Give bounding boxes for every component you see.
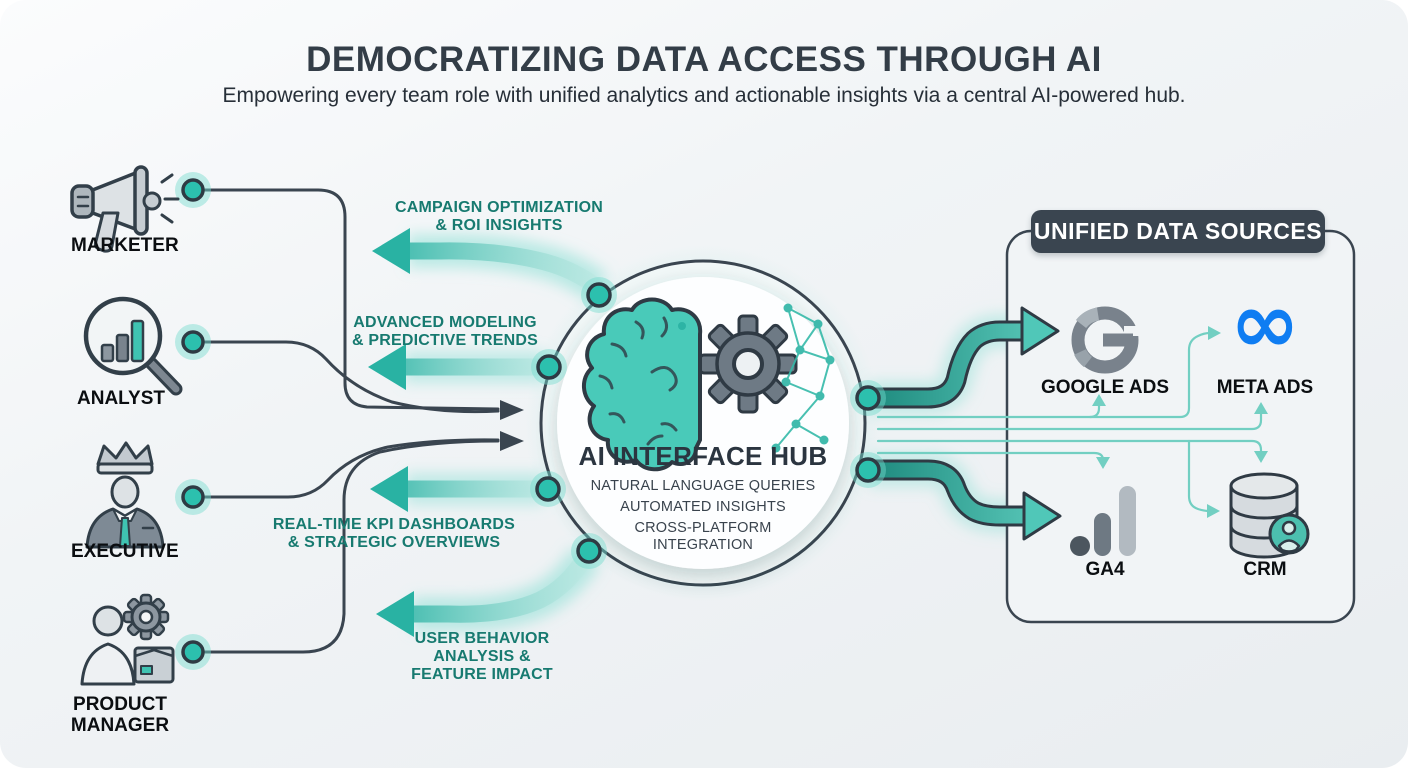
connection-nodes bbox=[175, 172, 886, 670]
hub-to-sources-big-arrows bbox=[858, 306, 1062, 541]
hub-feature-insights: AUTOMATED INSIGHTS bbox=[620, 499, 786, 515]
kpi-arrow-head bbox=[370, 466, 408, 512]
insight-label-behavior: USER BEHAVIOR ANALYSIS & FEATURE IMPACT bbox=[411, 630, 553, 683]
behavior-arrow-head bbox=[376, 591, 414, 637]
hub-node-left-lower bbox=[535, 476, 561, 502]
hub-node-bottom-left bbox=[576, 538, 602, 564]
meta-infinity-icon: ∞ bbox=[1230, 274, 1300, 372]
hub-node-right-lower bbox=[855, 457, 881, 483]
hub-node-left-upper bbox=[536, 354, 562, 380]
network-mesh bbox=[771, 303, 835, 453]
page-title: DEMOCRATIZING DATA ACCESS THROUGH AI bbox=[306, 40, 1102, 79]
person-gear-box-icon bbox=[80, 593, 175, 686]
google-g-icon bbox=[1071, 306, 1144, 374]
person-crown-icon bbox=[85, 441, 165, 549]
thin-line-arrowheads bbox=[1092, 326, 1268, 518]
campaign-arrow-head bbox=[372, 228, 410, 274]
source-label-crm: CRM bbox=[1243, 559, 1287, 580]
insight-label-kpi: REAL-TIME KPI DASHBOARDS & STRATEGIC OVE… bbox=[272, 516, 516, 551]
database-person-icon bbox=[1229, 472, 1310, 559]
insight-arrows bbox=[368, 228, 604, 637]
campaign-arrow-shaft bbox=[408, 242, 604, 295]
hub-node-right-upper bbox=[855, 385, 881, 411]
product-manager-connector bbox=[199, 439, 500, 654]
analyst-connector bbox=[199, 340, 500, 414]
role-label-analyst: ANALYST bbox=[77, 388, 165, 409]
marketer-node bbox=[181, 178, 205, 202]
hub-node-top-left bbox=[586, 282, 612, 308]
role-label-marketer: MARKETER bbox=[71, 235, 179, 256]
brain-half bbox=[582, 297, 703, 472]
role-connector-arrowheads bbox=[500, 400, 524, 451]
google-ads-arrow-head bbox=[1020, 306, 1060, 356]
hub-feature-integration: CROSS-PLATFORM INTEGRATION bbox=[634, 520, 772, 553]
gear-half bbox=[698, 314, 798, 414]
insight-label-campaign: CAMPAIGN OPTIMIZATION & ROI INSIGHTS bbox=[394, 199, 604, 234]
megaphone-icon bbox=[70, 165, 180, 253]
brain-gear-icon bbox=[582, 297, 835, 472]
source-label-google-ads: GOOGLE ADS bbox=[1040, 377, 1170, 398]
insight-label-modeling: ADVANCED MODELING & PREDICTIVE TRENDS bbox=[351, 314, 539, 349]
product-manager-node bbox=[181, 640, 205, 664]
ga4-arrow-head bbox=[1022, 491, 1062, 541]
behavior-arrow-shaft bbox=[412, 551, 594, 623]
modeling-arrow-head bbox=[368, 344, 406, 390]
sources-panel-title: UNIFIED DATA SOURCES bbox=[1031, 210, 1325, 253]
hub-title: AI INTERFACE HUB bbox=[578, 441, 828, 471]
ga4-bars-icon bbox=[1070, 486, 1136, 556]
source-label-meta-ads: META ADS bbox=[1216, 377, 1314, 398]
executive-connector bbox=[199, 438, 500, 499]
marketer-connector bbox=[199, 188, 500, 411]
executive-node bbox=[181, 485, 205, 509]
role-label-executive: EXECUTIVE bbox=[71, 541, 179, 562]
analyst-node bbox=[181, 330, 205, 354]
source-label-ga4: GA4 bbox=[1085, 559, 1125, 580]
role-connector-lines bbox=[199, 188, 500, 654]
hub-feature-nlq: NATURAL LANGUAGE QUERIES bbox=[590, 478, 816, 494]
page-subtitle: Empowering every team role with unified … bbox=[222, 84, 1186, 107]
role-label-product-manager: PRODUCT MANAGER bbox=[70, 694, 170, 736]
magnifier-chart-icon bbox=[83, 296, 183, 396]
